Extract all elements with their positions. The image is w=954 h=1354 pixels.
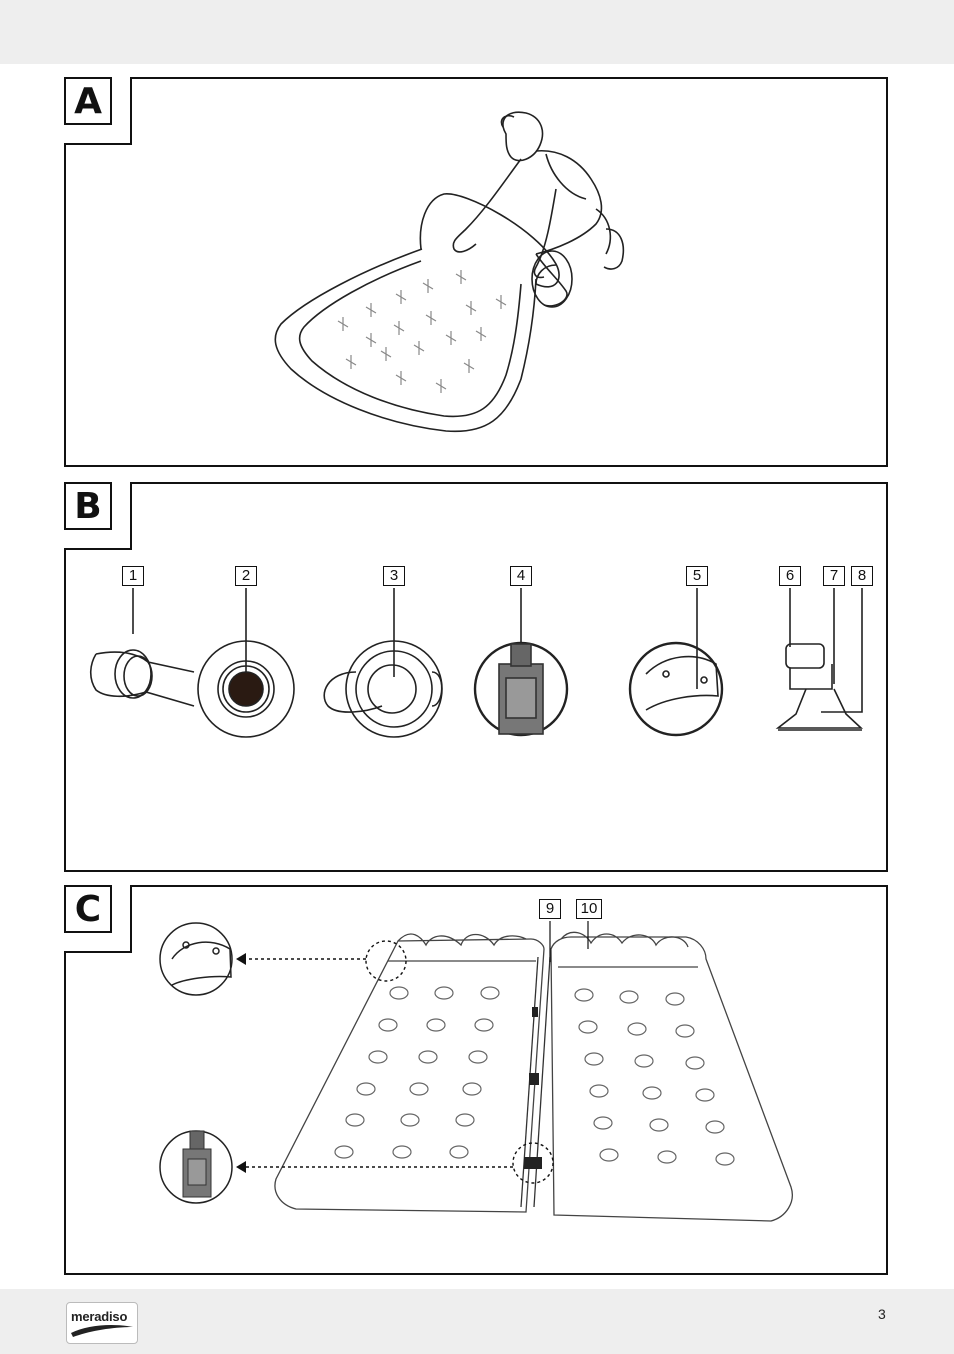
panel-a-label: A	[64, 77, 112, 125]
callout-1: 1	[122, 566, 144, 586]
logo-swoosh-icon	[67, 1303, 137, 1343]
callout-2: 2	[235, 566, 257, 586]
panel-b-label: B	[64, 482, 112, 530]
callout-7: 7	[823, 566, 845, 586]
callout-6: 6	[779, 566, 801, 586]
callout-5: 5	[686, 566, 708, 586]
figure-panel-a: A	[64, 77, 888, 467]
page-number: 3	[878, 1306, 886, 1322]
callout-10: 10	[576, 899, 602, 919]
illustration-connected-mattresses	[66, 887, 886, 1273]
callout-3: 3	[383, 566, 405, 586]
figure-panel-b: B 1 2 3 4 5 6 7 8	[64, 482, 888, 872]
illustration-part-details	[66, 484, 886, 870]
page-footer-band	[0, 1289, 954, 1354]
callout-8: 8	[851, 566, 873, 586]
panel-b-tab: B	[64, 482, 132, 550]
callout-4: 4	[510, 566, 532, 586]
brand-logo: meradiso	[66, 1302, 138, 1344]
figure-panel-c: C 9 10	[64, 885, 888, 1275]
panel-a-tab: A	[64, 77, 132, 145]
callout-9: 9	[539, 899, 561, 919]
panel-c-label: C	[64, 885, 112, 933]
illustration-rolling-mattress	[66, 79, 886, 465]
panel-c-tab: C	[64, 885, 132, 953]
page-header-band	[0, 0, 954, 64]
